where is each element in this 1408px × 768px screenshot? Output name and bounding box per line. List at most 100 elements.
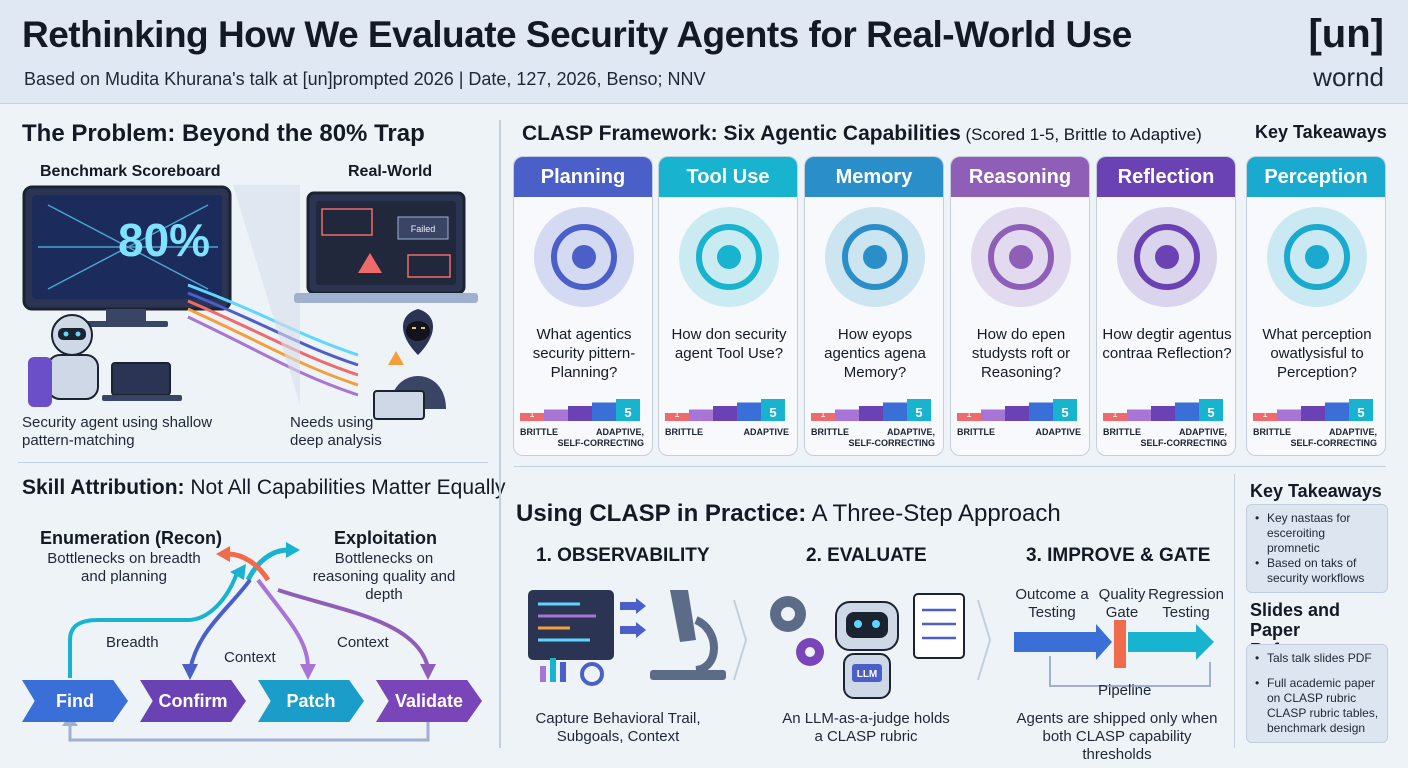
problem-title: The Problem: Beyond the 80% Trap (22, 120, 425, 147)
header-bar (0, 0, 1408, 104)
attribution-flow-arrows (62, 542, 436, 742)
clasp-title: CLASP Framework: Six Agentic Capabilitie… (522, 122, 1202, 145)
slides-box: Tals talk slides PDF Full academic paper… (1246, 644, 1388, 743)
eye-icon (1267, 207, 1367, 307)
step2-caption: An LLM-as-a-judge holds a CLASP rubric (782, 710, 950, 745)
failed-popup: Failed (411, 224, 436, 234)
attribution-title: Skill Attribution: Not All Capabilities … (22, 476, 506, 499)
pipeline-patch: Patch (258, 680, 364, 722)
context-label-1: Context (224, 649, 276, 666)
clipboard-icon (534, 207, 634, 307)
scale-min: 1 (674, 409, 679, 419)
clasp-card-title: Perception (1247, 157, 1385, 197)
head-gear-icon (971, 207, 1071, 307)
clasp-card-title: Tool Use (659, 157, 797, 197)
scale-step (520, 413, 544, 421)
scale-step (1005, 406, 1029, 421)
logo-bottom: wornd (1313, 62, 1384, 92)
realworld-label: Real-World (348, 163, 433, 180)
divider-middle (514, 466, 1386, 467)
scale-step (544, 409, 568, 421)
scale-right-label: ADAPTIVE, SELF-CORRECTING (1290, 427, 1378, 448)
scale-left-label: BRITTLE (665, 427, 703, 437)
head-gear-icon (1117, 207, 1217, 307)
pipeline-label: Pipeline (1098, 682, 1152, 699)
scale-step (907, 399, 931, 421)
slides-link[interactable]: Tals talk slides PDF (1255, 651, 1379, 666)
scale-right-label: ADAPTIVE, SELF-CORRECTING (1140, 427, 1228, 448)
clasp-card-question: What agentics security pittern-Planning? (532, 326, 636, 381)
step3-caption: Agents are shipped only when both CLASP … (1016, 710, 1218, 763)
scale-min: 1 (529, 409, 534, 419)
scale-step (883, 402, 907, 421)
clasp-card-title: Planning (514, 157, 652, 197)
scale-min: 1 (1262, 409, 1267, 419)
book-icon (825, 207, 925, 307)
needs-caption: Needs using deep analysis (290, 414, 382, 449)
tools-icon (679, 207, 779, 307)
scale-right-label: ADAPTIVE (1035, 427, 1081, 437)
scale-step (689, 409, 713, 421)
scale-right-label: ADAPTIVE (743, 427, 789, 437)
pipeline-validate: Validate (376, 680, 482, 722)
scale-right-label: ADAPTIVE, SELF-CORRECTING (557, 427, 645, 448)
exploitation-desc: Bottlenecks on reasoning quality and dep… (312, 550, 456, 603)
benchmark-score: 80% (118, 214, 211, 266)
quality-gate-label: Quality Gate (1098, 586, 1146, 621)
scale-step (859, 406, 883, 421)
scale-left-label: BRITTLE (520, 427, 558, 437)
enumeration-title: Enumeration (Recon) (40, 528, 223, 548)
step1-caption: Capture Behavioral Trail, Subgoals, Cont… (535, 710, 701, 745)
regression-testing-label: Regression Testing (1148, 586, 1224, 621)
problem-illustration: Failed (22, 185, 478, 420)
scale-step (737, 402, 761, 421)
outcome-testing-label: Outcome a Testing (1015, 586, 1089, 621)
scale-left-label: BRITTLE (957, 427, 995, 437)
clasp-card-question: How do epen studysts roft or Reasoning? (971, 326, 1071, 381)
scale-step (981, 409, 1005, 421)
scale-step (1127, 409, 1151, 421)
clasp-card-title: Reasoning (951, 157, 1089, 197)
clasp-card-question: How eyops agentics agena Memory? (824, 326, 926, 381)
scale-step (1151, 406, 1175, 421)
scale-step (713, 406, 737, 421)
page-title: Rethinking How We Evaluate Security Agen… (22, 14, 1132, 55)
scale-max: 5 (1357, 405, 1364, 420)
scale-right-label: ADAPTIVE, SELF-CORRECTING (848, 427, 936, 448)
pipeline-find: Find (22, 680, 128, 722)
divider-left (18, 462, 488, 463)
scale-max: 5 (624, 405, 631, 420)
scale-step (1253, 413, 1277, 421)
scale-step (811, 413, 835, 421)
divider-vertical (499, 120, 501, 748)
scale-step (1277, 409, 1301, 421)
sidebar-takeaways-title: Key Takeaways (1250, 481, 1382, 501)
enumeration-desc: Bottlenecks on breadth and planning (47, 550, 201, 585)
paper-link[interactable]: Full academic paper on CLASP rubric CLAS… (1255, 676, 1379, 736)
scale-step (1349, 399, 1373, 421)
takeaway-item: Key nastaas for esceroiting promnetic (1255, 511, 1379, 556)
takeaways-box: Key nastaas for esceroiting promnetic Ba… (1246, 504, 1388, 593)
step2-title: 2. EVALUATE (806, 545, 927, 566)
clasp-key-takeaways-label: Key Takeaways (1255, 122, 1387, 142)
step3-title: 3. IMPROVE & GATE (1026, 545, 1211, 566)
clasp-card-question: How degtir agentus contraa Reflection? (1102, 326, 1232, 362)
scale-step (616, 399, 640, 421)
scale-step (957, 413, 981, 421)
clasp-card-question: What perception owatlysisful to Percepti… (1262, 326, 1372, 381)
agent-caption: Security agent using shallow pattern-mat… (22, 414, 213, 449)
scale-step (1175, 402, 1199, 421)
scale-step (835, 409, 859, 421)
scale-min: 1 (1112, 409, 1117, 419)
scale-step (1053, 399, 1077, 421)
